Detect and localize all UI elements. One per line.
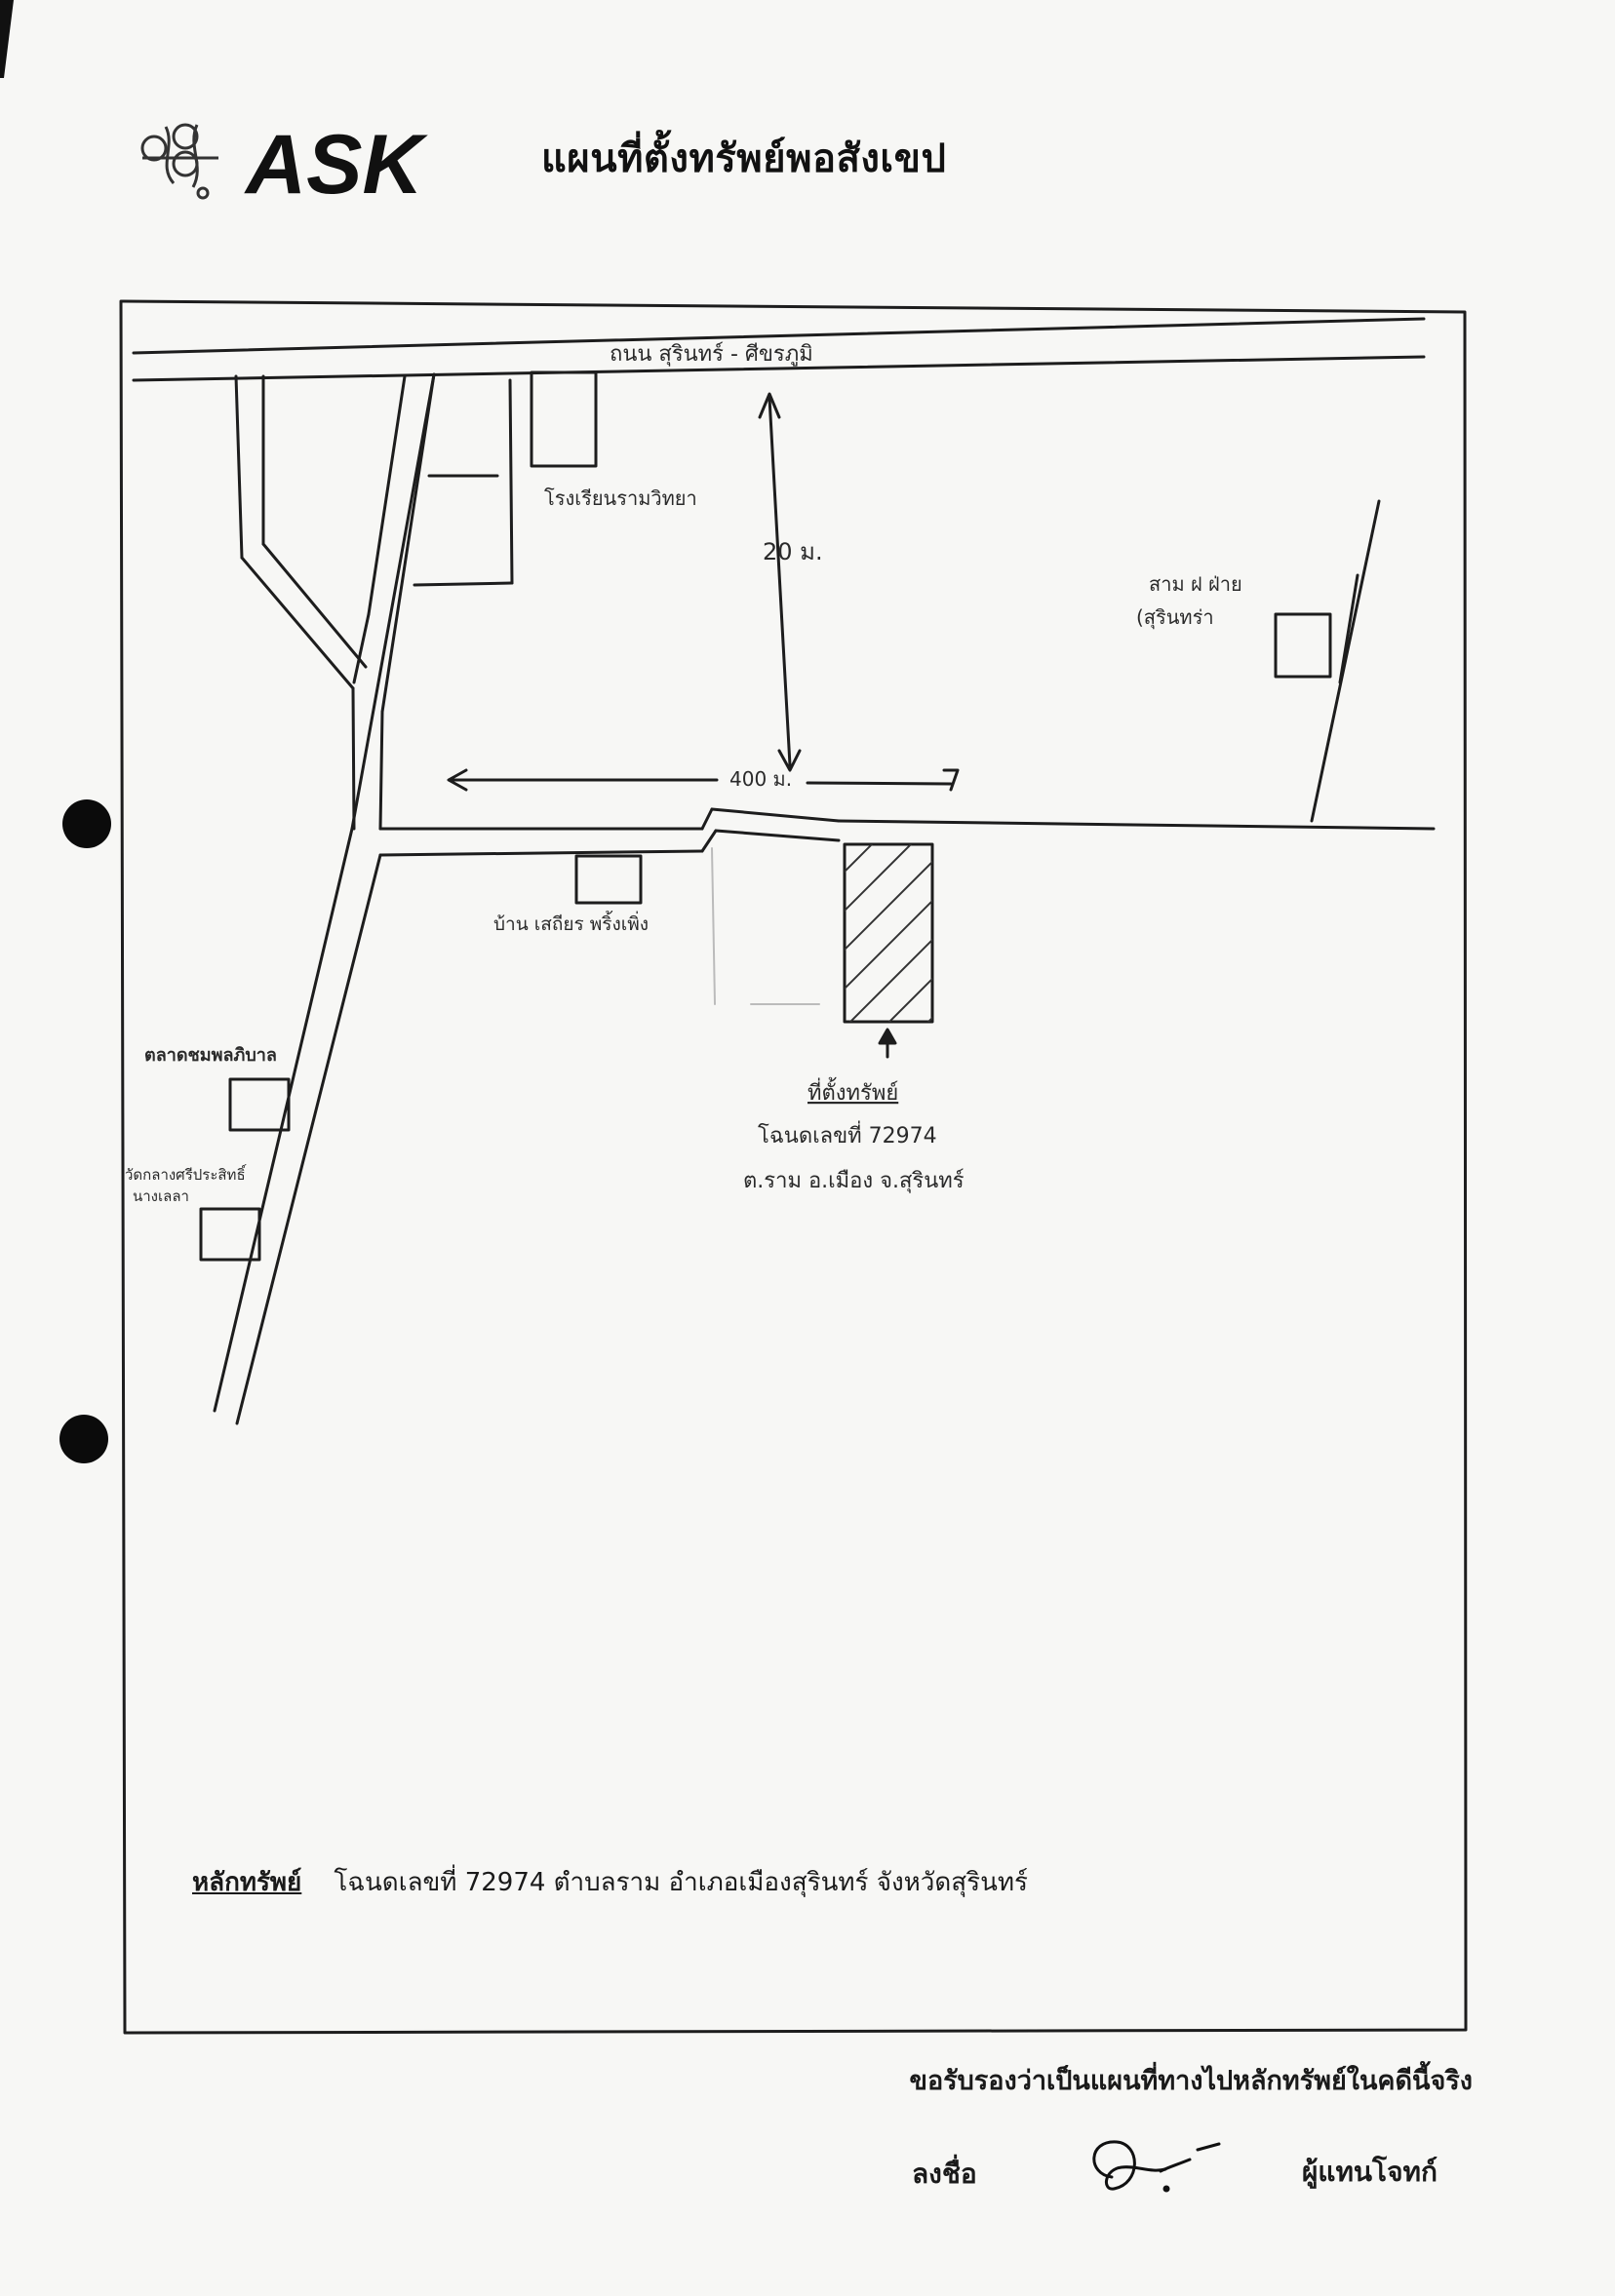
school-building (413, 370, 598, 587)
punch-hole-bottom (59, 1415, 108, 1463)
property-plot (843, 842, 934, 1024)
left-building (228, 1077, 291, 1132)
secondary-road (378, 807, 1436, 857)
house-label: บ้าน เสถียร พริ้งเพิ่ง (493, 911, 649, 935)
road-label: ถนน สุรินทร์ - ศีขรภูมิ (610, 342, 813, 367)
vertical-distance-arrow (758, 392, 802, 772)
ornament-icon (140, 123, 218, 200)
sign-label: ลงชื่อ (912, 2158, 977, 2190)
center-road (350, 372, 436, 831)
property-deed-label: โฉนดเลขที่ 72974 (758, 1120, 937, 1148)
right-road (1310, 499, 1381, 823)
property-pointer-arrow (878, 1028, 897, 1059)
distance-horizontal-label: 400 ม. (729, 767, 792, 791)
signer-role: ผู้แทนโจทก์ (1302, 2156, 1438, 2188)
main-road (132, 317, 1426, 382)
map-frame (119, 299, 1468, 2035)
logo-text: ASK (244, 118, 428, 205)
document-title: แผนที่ตั้งทรัพย์พอสังเขป (541, 136, 947, 181)
left-building-2 (199, 1207, 261, 1262)
top-right-landmark-sublabel: (สุรินทร่า (1136, 605, 1214, 630)
ask-logo: ASK (140, 118, 428, 205)
house-building (574, 854, 643, 905)
property-location-label: ต.ราม อ.เมือง จ.สุรินทร์ (743, 1169, 965, 1193)
left-building-2-label: วัดกลางศรีประสิทธิ์ (125, 1164, 247, 1184)
school-label: โรงเรียนรามวิทยา (544, 486, 697, 510)
certification-text: ขอรับรองว่าเป็นแผนที่ทางไปหลักทรัพย์ในคด… (909, 2066, 1473, 2096)
property-hatch (845, 844, 932, 1022)
top-right-building (1274, 612, 1332, 679)
punch-hole-top (62, 799, 111, 848)
top-right-landmark-label: สาม ฝ ฝ่าย (1149, 572, 1242, 596)
property-label: ที่ตั้งทรัพย์ (808, 1077, 898, 1106)
southwest-road (213, 827, 382, 1425)
collateral-caption: หลักทรัพย์ โฉนดเลขที่ 72974 ตำบลราม อำเภ… (192, 1862, 1028, 1902)
caption-text: โฉนดเลขที่ 72974 ตำบลราม อำเภอเมืองสุริน… (334, 1868, 1028, 1897)
page-edge-mark (0, 0, 14, 78)
left-branch-road (234, 374, 368, 690)
left-building-label: ตลาดชมพลภิบาล (144, 1045, 277, 1066)
signature-image (1092, 2140, 1221, 2193)
horizontal-distance-arrow (447, 768, 960, 792)
caption-label: หลักทรัพย์ (192, 1868, 302, 1897)
distance-vertical-label: 20 ม. (763, 538, 823, 565)
left-building-2-sublabel: นางเลลา (133, 1187, 189, 1205)
